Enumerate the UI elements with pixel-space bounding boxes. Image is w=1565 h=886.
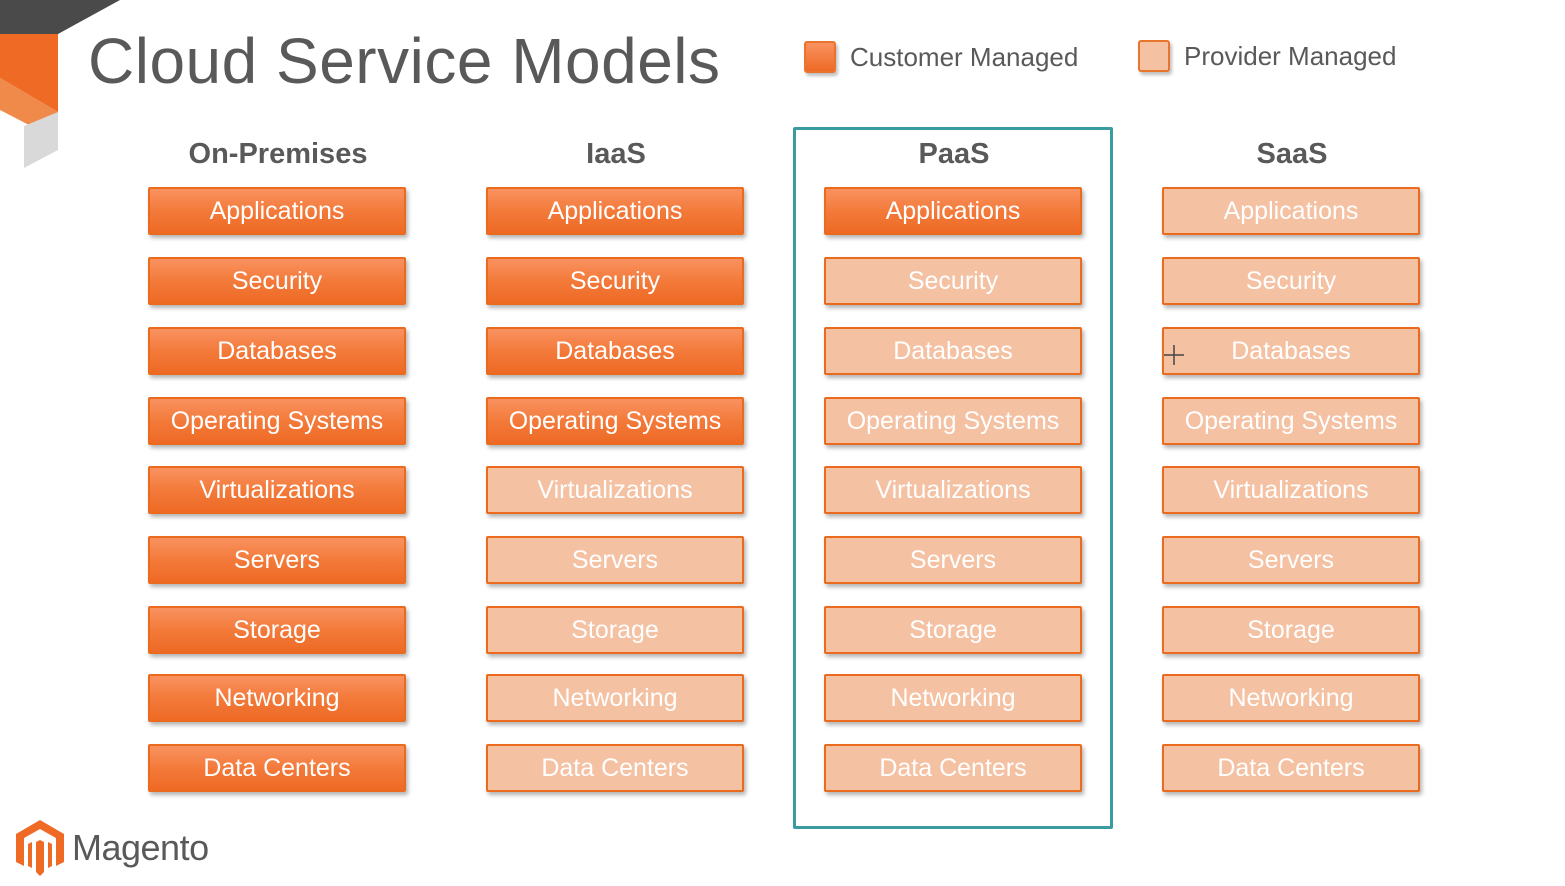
- iaas-layer-data-centers: Data Centers: [486, 744, 744, 792]
- saas-layer-applications: Applications: [1162, 187, 1420, 235]
- saas-layer-virtualizations: Virtualizations: [1162, 466, 1420, 514]
- saas-layer-operating-systems: Operating Systems: [1162, 397, 1420, 445]
- decorative-cube-icon: [0, 0, 120, 168]
- iaas-layer-databases: Databases: [486, 327, 744, 375]
- brand: Magento: [16, 820, 209, 876]
- on-premises-layer-data-centers: Data Centers: [148, 744, 406, 792]
- on-premises-layer-servers: Servers: [148, 536, 406, 584]
- crosshair-cursor-icon: [1164, 345, 1184, 365]
- paas-layer-servers: Servers: [824, 536, 1082, 584]
- on-premises-layer-networking: Networking: [148, 674, 406, 722]
- paas-layer-storage: Storage: [824, 606, 1082, 654]
- legend-customer-managed: Customer Managed: [804, 41, 1078, 73]
- on-premises-layer-applications: Applications: [148, 187, 406, 235]
- column-title-iaas: IaaS: [586, 138, 646, 170]
- saas-layer-storage: Storage: [1162, 606, 1420, 654]
- legend-label-customer: Customer Managed: [850, 41, 1079, 72]
- column-title-saas: SaaS: [1256, 138, 1328, 170]
- page-title: Cloud Service Models: [88, 25, 721, 97]
- legend-label-provider: Provider Managed: [1184, 40, 1397, 71]
- iaas-layer-virtualizations: Virtualizations: [486, 466, 744, 514]
- iaas-layer-operating-systems: Operating Systems: [486, 397, 744, 445]
- paas-layer-databases: Databases: [824, 327, 1082, 375]
- column-title-paas: PaaS: [918, 138, 990, 170]
- iaas-layer-security: Security: [486, 257, 744, 305]
- paas-layer-operating-systems: Operating Systems: [824, 397, 1082, 445]
- saas-layer-security: Security: [1162, 257, 1420, 305]
- paas-layer-applications: Applications: [824, 187, 1082, 235]
- on-premises-layer-operating-systems: Operating Systems: [148, 397, 406, 445]
- saas-layer-databases: Databases: [1162, 327, 1420, 375]
- iaas-layer-applications: Applications: [486, 187, 744, 235]
- paas-layer-networking: Networking: [824, 674, 1082, 722]
- legend-provider-managed: Provider Managed: [1138, 40, 1396, 72]
- magento-logo-icon: [16, 820, 64, 876]
- brand-name: Magento: [72, 827, 209, 868]
- on-premises-layer-databases: Databases: [148, 327, 406, 375]
- column-title-on-premises: On-Premises: [188, 138, 368, 170]
- on-premises-layer-storage: Storage: [148, 606, 406, 654]
- saas-layer-data-centers: Data Centers: [1162, 744, 1420, 792]
- saas-layer-networking: Networking: [1162, 674, 1420, 722]
- paas-layer-virtualizations: Virtualizations: [824, 466, 1082, 514]
- iaas-layer-networking: Networking: [486, 674, 744, 722]
- paas-layer-data-centers: Data Centers: [824, 744, 1082, 792]
- paas-highlight-frame: [793, 127, 1113, 829]
- on-premises-layer-security: Security: [148, 257, 406, 305]
- legend-swatch-customer: [804, 41, 836, 73]
- saas-layer-servers: Servers: [1162, 536, 1420, 584]
- on-premises-layer-virtualizations: Virtualizations: [148, 466, 406, 514]
- legend-swatch-provider: [1138, 40, 1170, 72]
- paas-layer-security: Security: [824, 257, 1082, 305]
- iaas-layer-storage: Storage: [486, 606, 744, 654]
- iaas-layer-servers: Servers: [486, 536, 744, 584]
